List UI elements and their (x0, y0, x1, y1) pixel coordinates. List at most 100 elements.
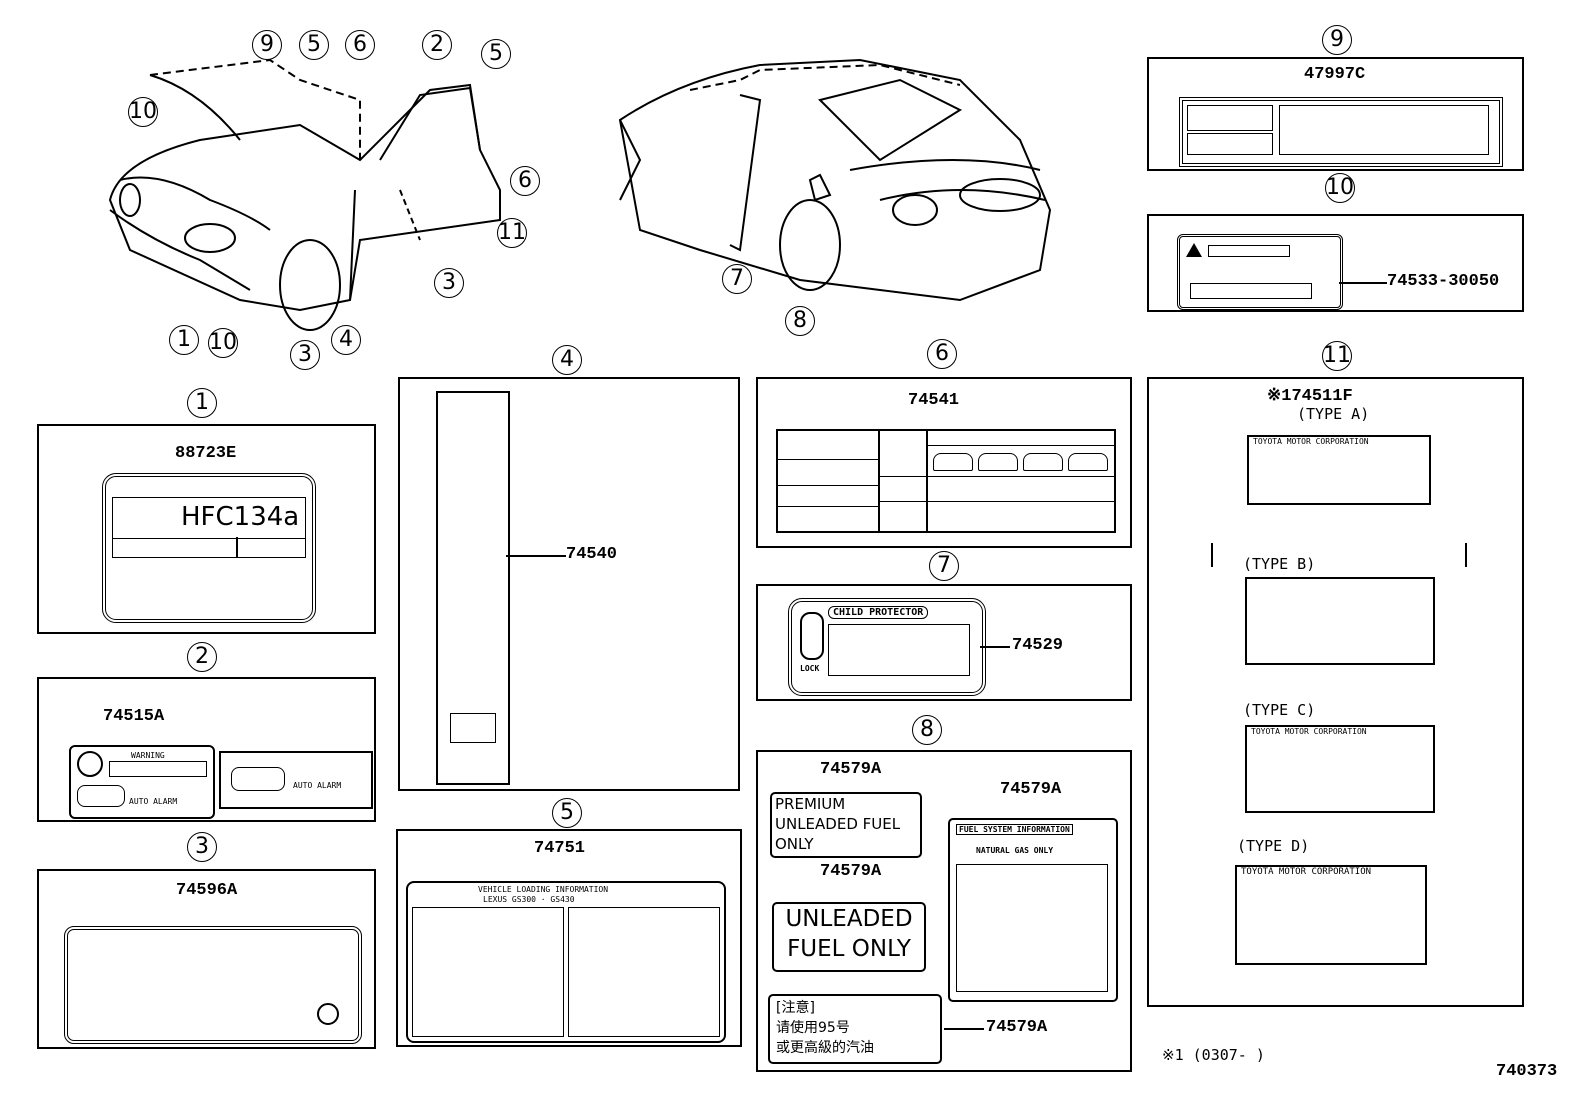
callout-8-rear: 8 (785, 306, 815, 336)
lock-switch-icon (800, 612, 824, 660)
vehicle-loading-label: VEHICLE LOADING INFORMATION LEXUS GS300 … (406, 881, 726, 1043)
panel-5-number: 5 (552, 798, 582, 828)
type-b-bracket (1211, 543, 1467, 567)
vehicle-loading-header-1: VEHICLE LOADING INFORMATION (478, 885, 609, 894)
panel-4-number: 4 (552, 345, 582, 375)
callout-1-front: 1 (169, 325, 199, 355)
type-b-label: (TYPE B) (1243, 555, 1316, 573)
type-c-plate: TOYOTA MOTOR CORPORATION (1245, 725, 1435, 813)
callout-11-front: 11 (497, 218, 527, 248)
callout-6-front: 6 (345, 30, 375, 60)
callout-3b-front: 3 (290, 340, 320, 370)
type-c-corp: TOYOTA MOTOR CORPORATION (1251, 727, 1367, 736)
label-47997c (1179, 97, 1503, 167)
type-d-label: (TYPE D) (1237, 837, 1310, 855)
type-d-plate: TOYOTA MOTOR CORPORATION (1235, 865, 1427, 965)
callout-3-front: 3 (434, 268, 464, 298)
panel-9-part-number: 47997C (1304, 65, 1366, 84)
leader-74540 (506, 555, 566, 557)
footnote: ※1 (0307- ) (1162, 1046, 1265, 1064)
alarm-text-2: AUTO ALARM (293, 781, 342, 790)
panel-6: 74541 (756, 377, 1132, 548)
hfc134a-text: HFC134a (181, 502, 300, 532)
panel-2-part-number: 74515A (103, 707, 165, 726)
panel-1-number: 1 (187, 388, 217, 418)
panel-3: 74596A (37, 869, 376, 1049)
lock-text: LOCK (800, 664, 820, 673)
panel-1-part-number: 88723E (175, 444, 237, 463)
unleaded-line-2: FUEL ONLY (787, 936, 911, 962)
no-symbol-icon (77, 751, 103, 777)
warning-text: WARNING (131, 751, 165, 760)
panel-5: 74751 VEHICLE LOADING INFORMATION LEXUS … (396, 829, 742, 1047)
panel-8-part-b: 74579A (820, 862, 882, 881)
callout-6b-front: 6 (510, 166, 540, 196)
type-b-plate (1245, 577, 1435, 665)
unleaded-fuel-label: UNLEADED FUEL ONLY (772, 902, 926, 972)
callout-4-front: 4 (331, 325, 361, 355)
type-a-corp: TOYOTA MOTOR CORPORATION (1253, 437, 1369, 446)
panel-7-part-number: 74529 (1012, 636, 1064, 655)
panel-8: 74579A PREMIUM UNLEADED FUEL ONLY 74579A… (756, 750, 1132, 1072)
leader-74529 (980, 646, 1010, 648)
panel-8-part-a: 74579A (820, 760, 882, 779)
tire-label-74541 (776, 429, 1116, 533)
chinese-line-2: 或更高級的汽油 (776, 1040, 874, 1056)
fuel-system-label: FUEL SYSTEM INFORMATION NATURAL GAS ONLY (948, 818, 1118, 1002)
callout-9-front: 9 (252, 30, 282, 60)
car-alarm-icon-2 (231, 767, 285, 791)
panel-10-part-number: 74533-30050 (1387, 272, 1500, 291)
label-74540-strip (436, 391, 510, 785)
premium-line-2: UNLEADED FUEL (775, 815, 901, 833)
car-alarm-icon-1 (77, 785, 125, 807)
panel-9-number: 9 (1322, 25, 1352, 55)
car-icon-3 (1023, 453, 1063, 471)
panel-11-part-number: ※174511F (1267, 387, 1353, 406)
vehicle-loading-header-2: LEXUS GS300 · GS430 (483, 895, 575, 904)
callout-10-front: 10 (128, 97, 158, 127)
leader-74579a-d (944, 1028, 984, 1030)
panel-8-number: 8 (912, 715, 942, 745)
panel-3-part-number: 74596A (176, 881, 238, 900)
panel-9: 47997C (1147, 57, 1524, 171)
leader-74533 (1339, 282, 1387, 284)
panel-3-number: 3 (187, 832, 217, 862)
panel-10: 74533-30050 (1147, 214, 1524, 312)
premium-line-1: PREMIUM (775, 795, 846, 813)
premium-fuel-label: PREMIUM UNLEADED FUEL ONLY (770, 792, 922, 858)
panel-11: ※174511F (TYPE A) TOYOTA MOTOR CORPORATI… (1147, 377, 1524, 1007)
warning-triangle-icon (1186, 243, 1202, 257)
diagram-id: 740373 (1496, 1062, 1558, 1081)
panel-4-part-number: 74540 (566, 545, 618, 564)
alarm-text-1: AUTO ALARM (129, 797, 178, 806)
fuel-system-subtitle: NATURAL GAS ONLY (976, 846, 1054, 855)
alarm-decal: AUTO ALARM (219, 751, 373, 809)
type-a-label: (TYPE A) (1297, 405, 1370, 423)
label-74596a (64, 926, 362, 1044)
chinese-title: [注意] (776, 1000, 815, 1016)
callout-5-front: 5 (299, 30, 329, 60)
callout-7-rear: 7 (722, 264, 752, 294)
label-74596a-hole (317, 1003, 339, 1025)
chinese-fuel-label: [注意] 请使用95号 或更高級的汽油 (768, 994, 942, 1064)
panel-8-part-c: 74579A (1000, 780, 1062, 799)
type-c-label: (TYPE C) (1243, 701, 1316, 719)
panel-8-part-d: 74579A (986, 1018, 1048, 1037)
panel-10-number: 10 (1325, 173, 1355, 203)
callout-5b-front: 5 (481, 39, 511, 69)
panel-7-number: 7 (929, 551, 959, 581)
hfc134a-label: HFC134a (102, 473, 316, 623)
callout-2-front: 2 (422, 30, 452, 60)
car-icon-4 (1068, 453, 1108, 471)
type-a-plate: TOYOTA MOTOR CORPORATION (1247, 435, 1431, 505)
child-protector-title: CHILD PROTECTOR (828, 606, 929, 619)
fuel-system-title: FUEL SYSTEM INFORMATION (956, 824, 1073, 835)
chinese-line-1: 请使用95号 (776, 1020, 850, 1036)
panel-1: 88723E HFC134a (37, 424, 376, 634)
child-protector-label: LOCK CHILD PROTECTOR (788, 598, 986, 696)
premium-line-3: ONLY (775, 835, 814, 853)
callout-10b-front: 10 (208, 328, 238, 358)
panel-4: 74540 (398, 377, 740, 791)
panel-5-part-number: 74751 (534, 839, 586, 858)
